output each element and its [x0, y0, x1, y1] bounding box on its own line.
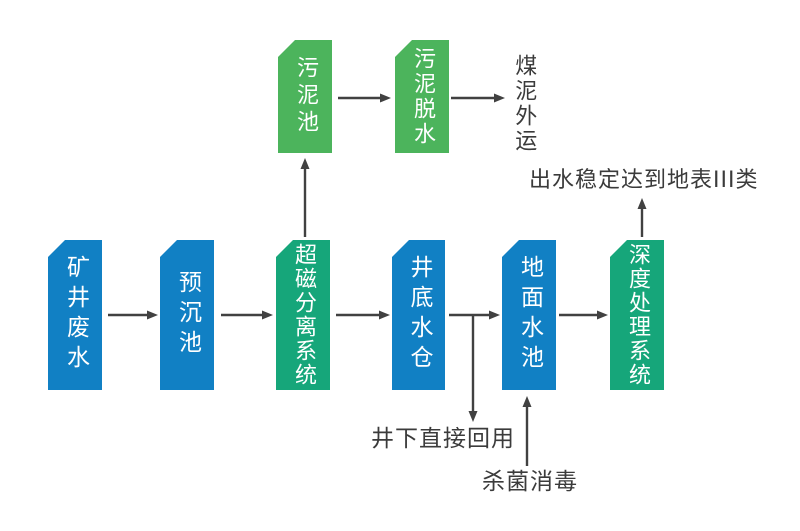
node-advanced-treatment-system: 深度处理系统	[610, 240, 664, 390]
node-label: 污泥脱水	[410, 46, 435, 147]
node-label: 深度处理系统	[625, 243, 650, 387]
node-label: 污泥池	[293, 56, 318, 137]
node-surface-water-pool: 地面水池	[502, 240, 556, 390]
node-super-magnetic-separation-system: 超磁分离系统	[276, 240, 330, 390]
label-sterilization-disinfection: 杀菌消毒	[482, 469, 578, 495]
node-sludge-dewatering: 污泥脱水	[395, 40, 449, 153]
node-label: 预沉池	[174, 270, 201, 360]
node-mine-wastewater: 矿井废水	[48, 240, 102, 390]
label-coal-sludge-transport-out: 煤泥外运	[511, 54, 537, 154]
node-label: 超磁分离系统	[291, 243, 316, 387]
node-pre-sedimentation-tank: 预沉池	[160, 240, 214, 390]
node-sludge-tank: 污泥池	[278, 40, 332, 153]
node-label: 井底水仓	[406, 255, 432, 375]
node-shaft-bottom-sump: 井底水仓	[392, 240, 445, 390]
label-underground-direct-reuse: 井下直接回用	[371, 426, 515, 452]
node-label: 地面水池	[516, 255, 543, 375]
label-effluent-standard: 出水稳定达到地表III类	[529, 168, 759, 193]
node-label: 矿井废水	[62, 255, 89, 375]
